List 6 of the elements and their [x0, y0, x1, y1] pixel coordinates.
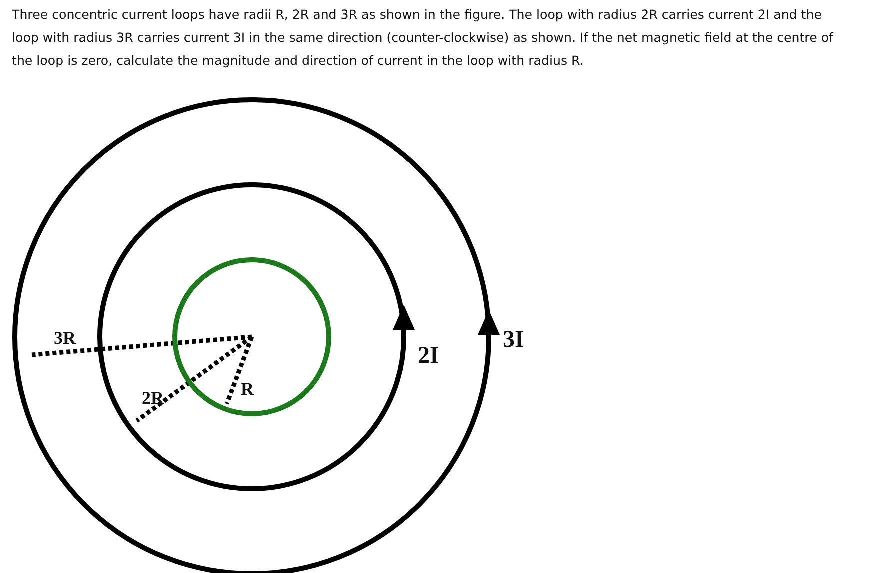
- radius-label: 3R: [54, 329, 76, 347]
- question-text: Three concentric current loops have radii R, 2R and 3R as shown in the figure. The loop with radius 2R carries current 2I and the loop with radius 3R carries current 3I in the same direction (counter-clockwise) as shown. If the net magnetic field at the centre of the loop is zero, calculate the magnitude and direction of current in the loop with radius R.: [12, 6, 835, 70]
- radius-label: 2R: [142, 389, 164, 407]
- current-label: 3I: [503, 328, 524, 352]
- current-label: 2I: [418, 344, 440, 368]
- radius-label: R: [241, 380, 254, 398]
